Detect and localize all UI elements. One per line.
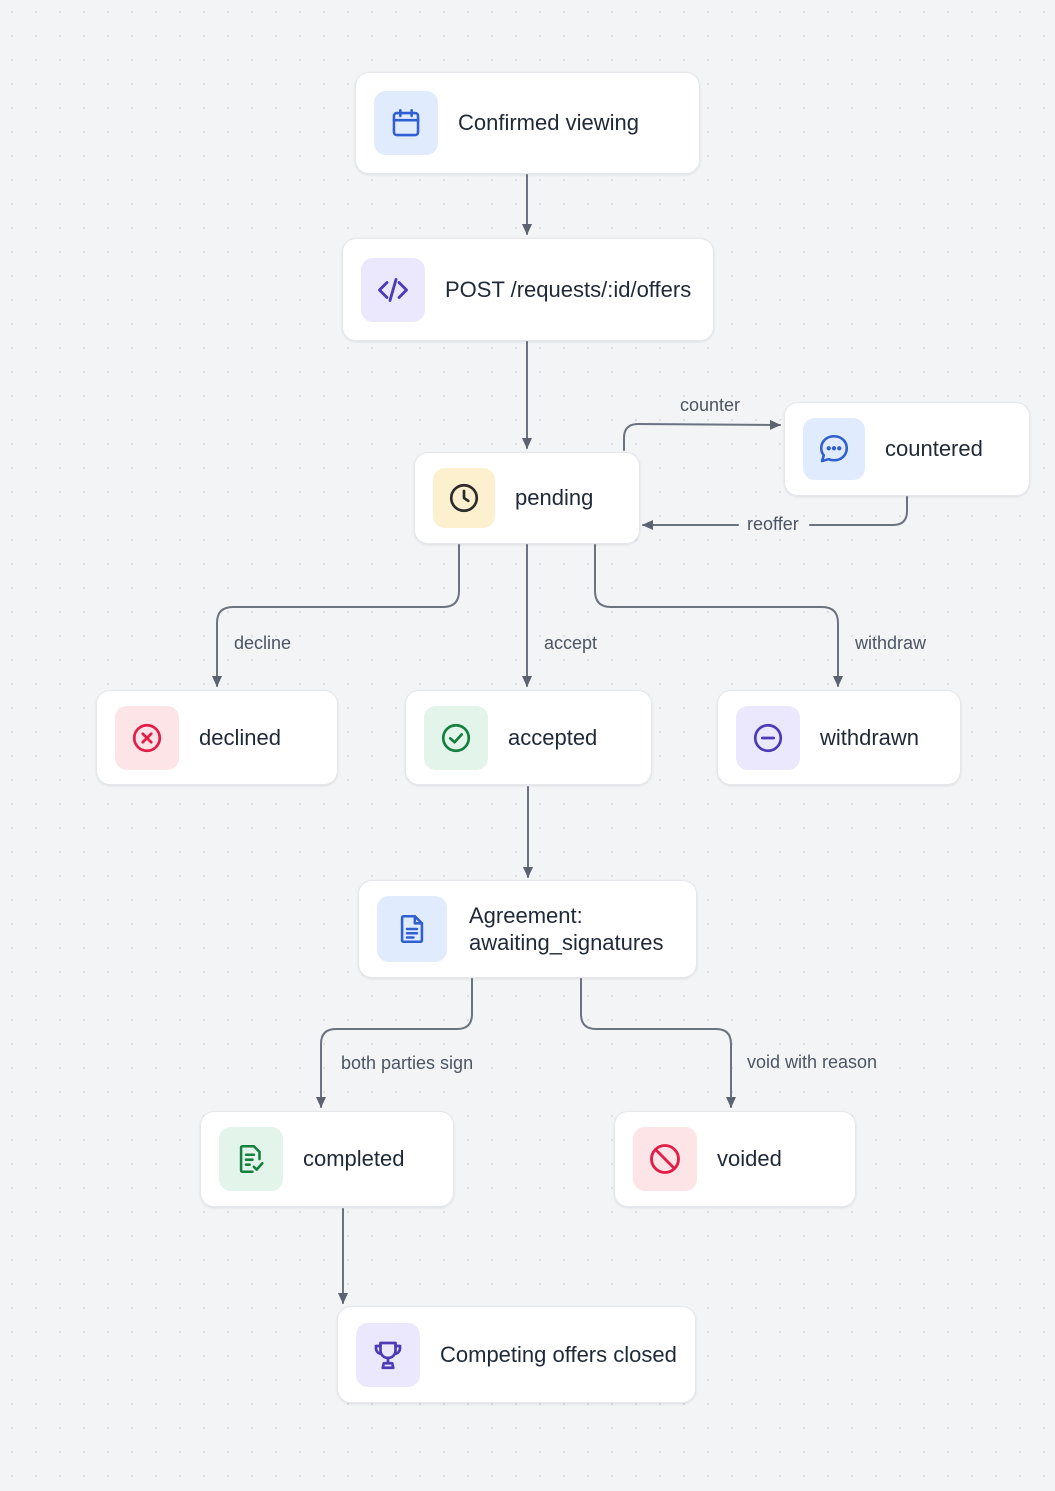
edge-void: [580, 978, 736, 1108]
edge-both-sign: [316, 978, 473, 1108]
edge-counter: [623, 419, 781, 451]
document-icon: [377, 896, 447, 962]
x-circle-icon: [115, 705, 179, 770]
node-accepted[interactable]: accepted: [405, 690, 652, 785]
code-icon: [361, 257, 425, 322]
node-label: voided: [717, 1146, 782, 1172]
edge-label-void: void with reason: [747, 1052, 878, 1072]
document-check-icon: [219, 1127, 283, 1191]
node-countered[interactable]: countered: [784, 402, 1030, 496]
node-label: withdrawn: [820, 724, 920, 750]
edge-reoffer-right: [809, 496, 908, 526]
node-label: pending: [515, 485, 594, 511]
node-label: Agreement: awaiting_signatures: [469, 902, 663, 957]
node-label-line2: awaiting_signatures: [469, 930, 664, 955]
edge-decline: [212, 544, 460, 687]
node-label: countered: [885, 436, 983, 462]
node-agreement[interactable]: Agreement: awaiting_signatures: [358, 880, 697, 978]
node-label: accepted: [508, 724, 598, 750]
edge-label-withdraw: withdraw: [855, 633, 927, 653]
edge-label-counter: counter: [680, 395, 741, 415]
trophy-icon: [356, 1322, 420, 1387]
edge-label-accept: accept: [544, 633, 598, 653]
node-label: declined: [199, 724, 281, 750]
node-competing-closed[interactable]: Competing offers closed: [337, 1306, 696, 1403]
node-pending[interactable]: pending: [414, 452, 640, 544]
calendar-icon: [374, 91, 438, 155]
node-label-line1: Agreement:: [469, 902, 583, 928]
ban-icon: [633, 1127, 697, 1191]
edge-label-decline: decline: [234, 633, 292, 653]
minus-circle-icon: [736, 705, 800, 770]
node-label: Confirmed viewing: [458, 110, 639, 136]
node-label: POST /requests/:id/offers: [445, 276, 692, 302]
node-label: Competing offers closed: [440, 1341, 677, 1367]
node-withdrawn[interactable]: withdrawn: [717, 690, 961, 785]
edge-label-both-sign: both parties sign: [341, 1053, 474, 1073]
edge-label-reoffer: reoffer: [747, 514, 799, 534]
clock-icon: [433, 468, 495, 528]
node-voided[interactable]: voided: [614, 1111, 856, 1207]
node-confirmed-viewing[interactable]: Confirmed viewing: [355, 72, 700, 174]
node-label: completed: [303, 1146, 405, 1172]
edge-withdraw: [594, 544, 843, 687]
chat-bubble-icon: [803, 418, 865, 480]
node-post-offers[interactable]: POST /requests/:id/offers: [342, 238, 714, 341]
node-declined[interactable]: declined: [96, 690, 338, 785]
node-completed[interactable]: completed: [200, 1111, 454, 1207]
check-circle-icon: [424, 705, 488, 770]
